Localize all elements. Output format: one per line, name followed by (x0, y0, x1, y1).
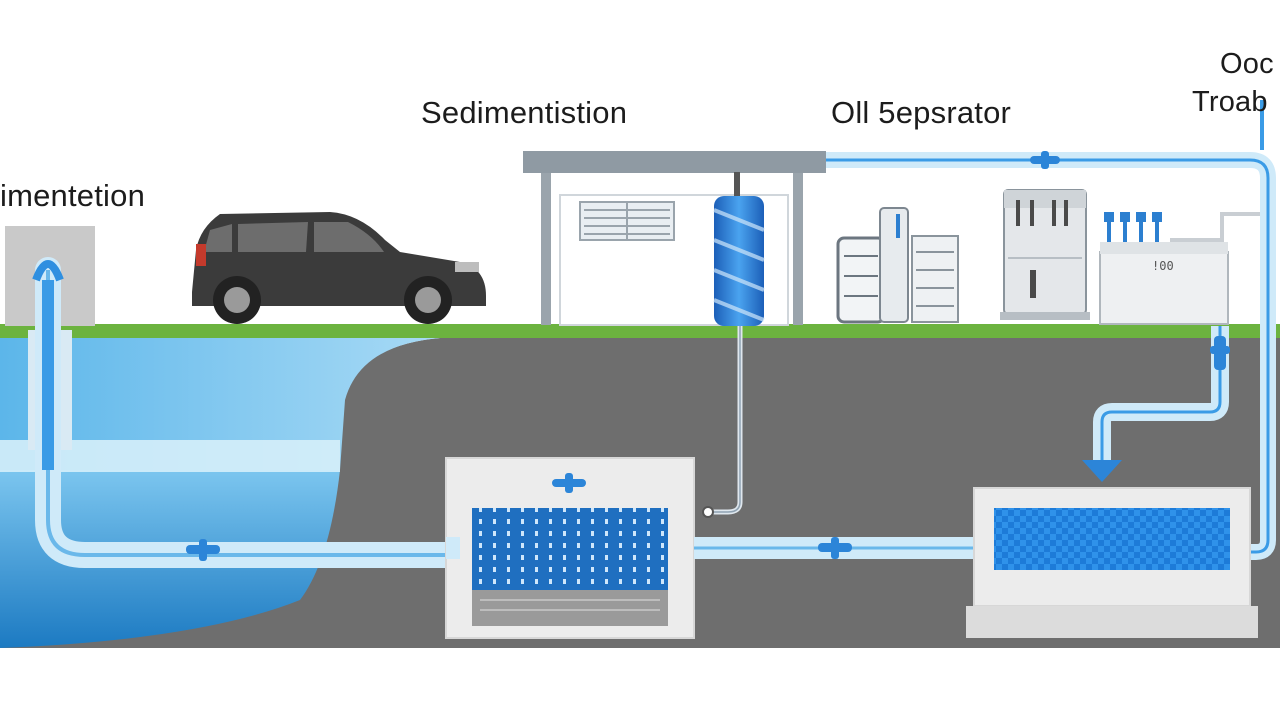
inlet-arrow-up-icon (32, 260, 64, 282)
main-return-pipe-core (46, 270, 460, 557)
flow-marker-mid-icon (818, 537, 852, 559)
flow-marker-left-icon (186, 539, 220, 561)
right-feed-pipe-core (1100, 326, 1222, 462)
wall-vent-icon (579, 201, 675, 241)
oil-separator-label: Oll 5epsrator (831, 95, 1012, 130)
drain-valve-icon (702, 506, 714, 518)
unit-readout: !00 (1152, 259, 1174, 273)
oil-separator-equipment (836, 189, 1090, 324)
tank-valve-icon (552, 473, 586, 493)
wash-gantry (523, 151, 826, 326)
flow-marker-riser-icon (1210, 336, 1230, 370)
grass-strip (0, 324, 1280, 338)
clean-water-tank (966, 487, 1258, 638)
inlet-riser (42, 280, 54, 470)
drain-line-core (706, 326, 741, 513)
flow-marker-top-icon (1030, 151, 1060, 169)
arrow-down-icon (1082, 460, 1122, 482)
nozzle-array-icon (1104, 212, 1162, 242)
odor-treatment-label-line1: Ooc (1220, 48, 1274, 80)
odor-treatment-unit: !00 (1099, 212, 1260, 325)
sedimentation-label-left: imentetion (0, 178, 146, 213)
sedimentation-label: Sedimentistion (421, 95, 628, 130)
wash-brush-icon (713, 172, 765, 326)
top-return-pipe-core (826, 158, 1270, 554)
car-icon (192, 212, 486, 324)
water-reservoir (0, 338, 440, 470)
sedimentation-tank (445, 457, 695, 639)
odor-treatment-label-line2: Troab (1192, 86, 1268, 118)
